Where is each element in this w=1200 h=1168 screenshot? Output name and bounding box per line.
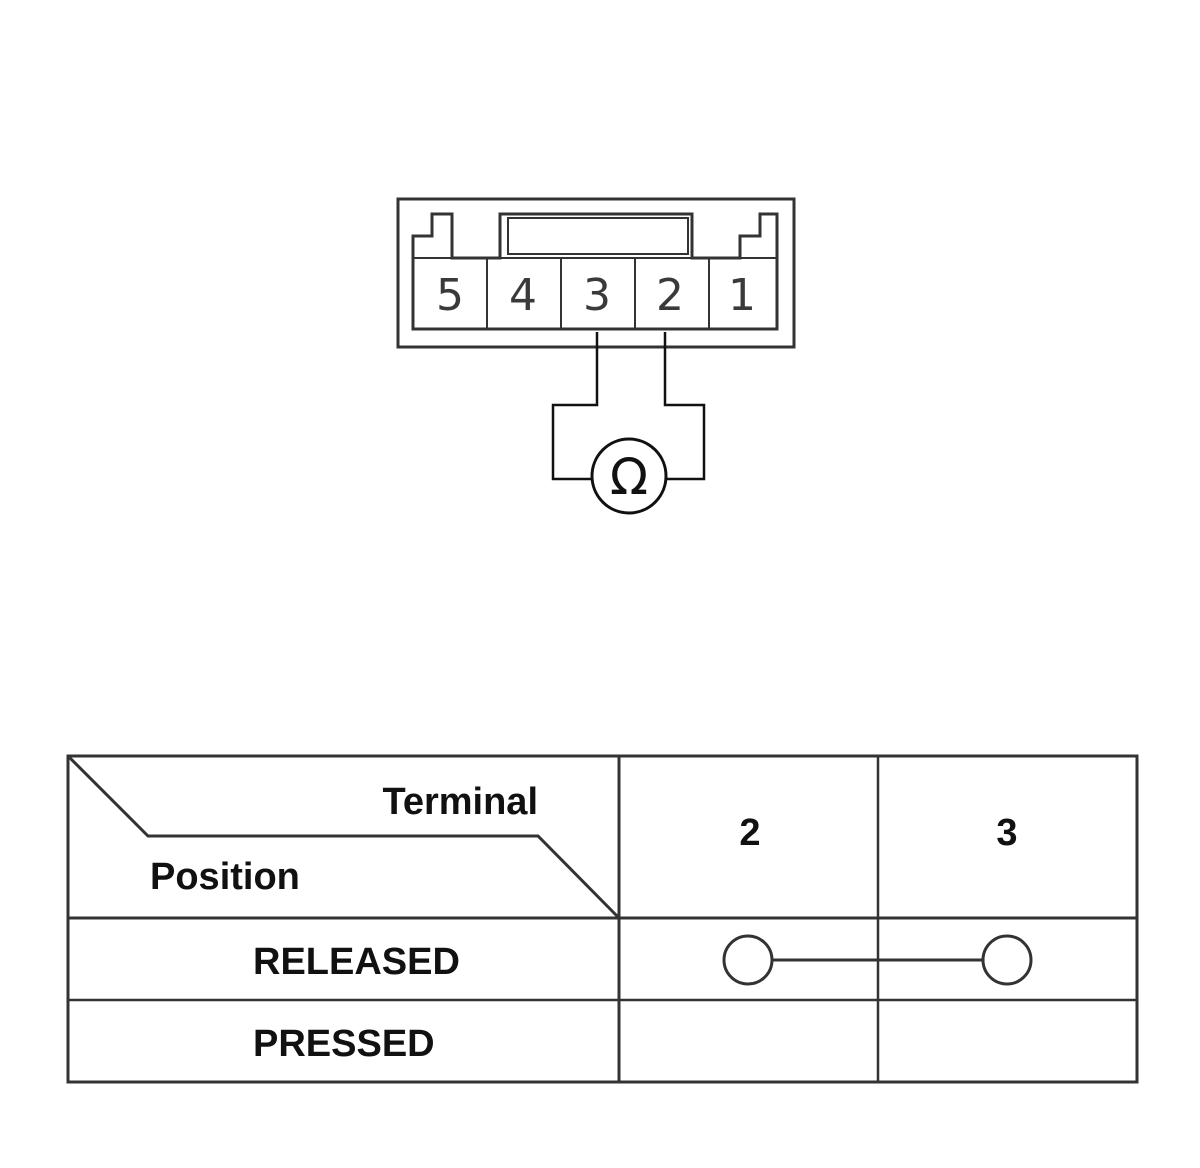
connector-lock-tab <box>507 217 689 255</box>
header-terminal: Terminal <box>382 781 538 823</box>
row-label-released: RELEASED <box>253 941 460 983</box>
pin-label-2: 2 <box>656 270 684 321</box>
continuity-table <box>66 754 1139 1084</box>
continuity-marks-released <box>722 934 1033 986</box>
lead-pin-3 <box>551 332 599 481</box>
ohmmeter: Ω <box>590 437 668 515</box>
connector-pin-labels: 5 4 3 2 1 <box>436 270 756 321</box>
ohm-symbol: Ω <box>610 448 648 506</box>
pin-label-1: 1 <box>728 270 756 321</box>
pin-label-5: 5 <box>436 270 464 321</box>
connector-inner-outline <box>411 212 779 331</box>
pin-label-3: 3 <box>583 270 611 321</box>
pin-label-4: 4 <box>509 270 537 321</box>
terminal-2-header: 2 <box>739 812 760 854</box>
ohmmeter-leads <box>551 332 706 481</box>
ohmmeter-circle <box>590 437 668 515</box>
lead-pin-2 <box>663 332 706 481</box>
terminal-3-header: 3 <box>996 812 1017 854</box>
row-label-pressed: PRESSED <box>253 1023 435 1065</box>
header-position: Position <box>150 856 300 898</box>
continuity-terminal-2 <box>722 934 774 986</box>
continuity-terminal-3 <box>981 934 1033 986</box>
table-header-diagonal <box>66 754 621 920</box>
